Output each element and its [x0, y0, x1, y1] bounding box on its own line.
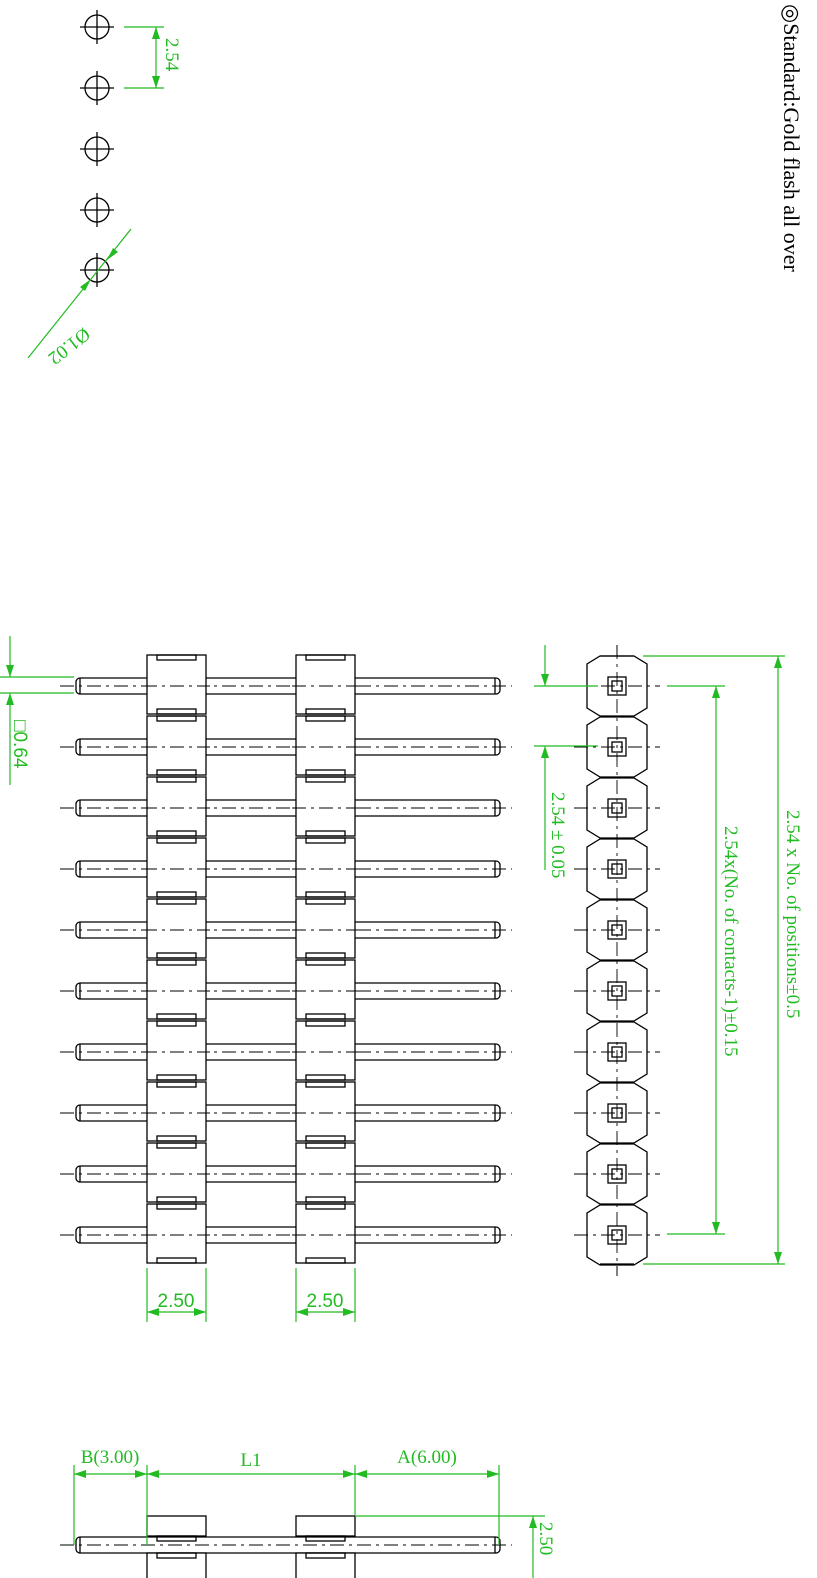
front-view-pin-row	[60, 654, 512, 715]
pcb-hole	[80, 132, 114, 166]
pitch-tolerance-label: 2.54 ± 0.05	[547, 792, 568, 878]
hole-diameter-dimension: Ø1.02	[27, 228, 132, 369]
overall-length-dimension: 2.54 x No. of positions±0.5	[643, 655, 803, 1265]
insulator-body	[146, 715, 207, 776]
insulator-body	[146, 837, 207, 898]
side-insulator-cap	[146, 1515, 207, 1537]
l1-dimension: L1	[147, 1450, 356, 1515]
side-view	[60, 1515, 512, 1578]
b-dimension: B(3.00)	[73, 1447, 148, 1545]
insulator-segment	[586, 1204, 648, 1266]
body-width-left-label: 2.50	[158, 1291, 195, 1312]
insulator-body	[146, 898, 207, 959]
body-width-right-label: 2.50	[307, 1291, 344, 1312]
body-width-dimension-left: 2.50	[146, 1268, 207, 1322]
a-dimension-label: A(6.00)	[397, 1447, 457, 1468]
front-view-pin-row	[60, 898, 512, 959]
pcb-hole	[80, 193, 114, 227]
a-dimension: A(6.00)	[355, 1447, 500, 1545]
insulator-body	[295, 1142, 356, 1203]
pin-square-dimension: □0.64	[0, 636, 74, 785]
insulator-body	[295, 1020, 356, 1081]
body-width-dimension-right: 2.50	[295, 1268, 356, 1322]
side-insulator-cap	[295, 1515, 356, 1537]
top-view-position	[574, 1143, 660, 1205]
b-dimension-label: B(3.00)	[81, 1447, 140, 1468]
front-view-pin-row	[60, 1081, 512, 1142]
pcb-hole-layout	[80, 10, 114, 287]
front-view-pin-row	[60, 776, 512, 837]
front-view-pin-row	[60, 715, 512, 776]
front-view-pin-row	[60, 1020, 512, 1081]
pcb-hole	[80, 10, 114, 44]
front-view-pin-row	[60, 1142, 512, 1203]
insulator-body	[295, 837, 356, 898]
insulator-body	[295, 1203, 356, 1264]
top-view-position	[574, 899, 660, 961]
insulator-body	[146, 1081, 207, 1142]
pitch-tolerance-dimension: 2.54 ± 0.05	[534, 645, 598, 878]
pcb-pitch-dimension: 2.54	[124, 26, 182, 89]
insulator-body	[146, 1203, 207, 1264]
side-insulator-lower	[295, 1552, 356, 1578]
insulator-body	[295, 959, 356, 1020]
pin-square-label: □0.64	[9, 720, 30, 769]
front-view	[60, 654, 512, 1264]
side-insulator-lower	[146, 1552, 207, 1578]
insulator-body	[146, 776, 207, 837]
height-dimension: 2.50	[355, 1515, 556, 1578]
height-label: 2.50	[535, 1522, 556, 1555]
gold-flash-note: ◎Standard:Gold flash all over	[779, 4, 804, 273]
insulator-body	[295, 1081, 356, 1142]
insulator-segment	[586, 899, 648, 961]
insulator-body	[295, 715, 356, 776]
contacts-span-label: 2.54x(No. of contacts-1)±0.15	[720, 826, 741, 1056]
insulator-body	[295, 898, 356, 959]
pcb-hole	[80, 253, 114, 287]
insulator-body	[146, 959, 207, 1020]
insulator-body	[146, 1020, 207, 1081]
insulator-segment	[586, 1143, 648, 1205]
insulator-body	[146, 1142, 207, 1203]
l1-dimension-label: L1	[240, 1450, 261, 1471]
insulator-body	[295, 776, 356, 837]
pcb-hole	[80, 71, 114, 105]
front-view-pin-row	[60, 837, 512, 898]
front-view-pin-row	[60, 959, 512, 1020]
contacts-span-dimension: 2.54x(No. of contacts-1)±0.15	[667, 685, 741, 1235]
overall-length-label: 2.54 x No. of positions±0.5	[782, 810, 803, 1018]
insulator-body	[295, 654, 356, 715]
insulator-body	[146, 654, 207, 715]
pcb-pitch-label: 2.54	[161, 38, 182, 72]
top-view	[574, 645, 660, 1276]
front-view-pin-row	[60, 1203, 512, 1264]
hole-diameter-label: Ø1.02	[44, 323, 94, 368]
